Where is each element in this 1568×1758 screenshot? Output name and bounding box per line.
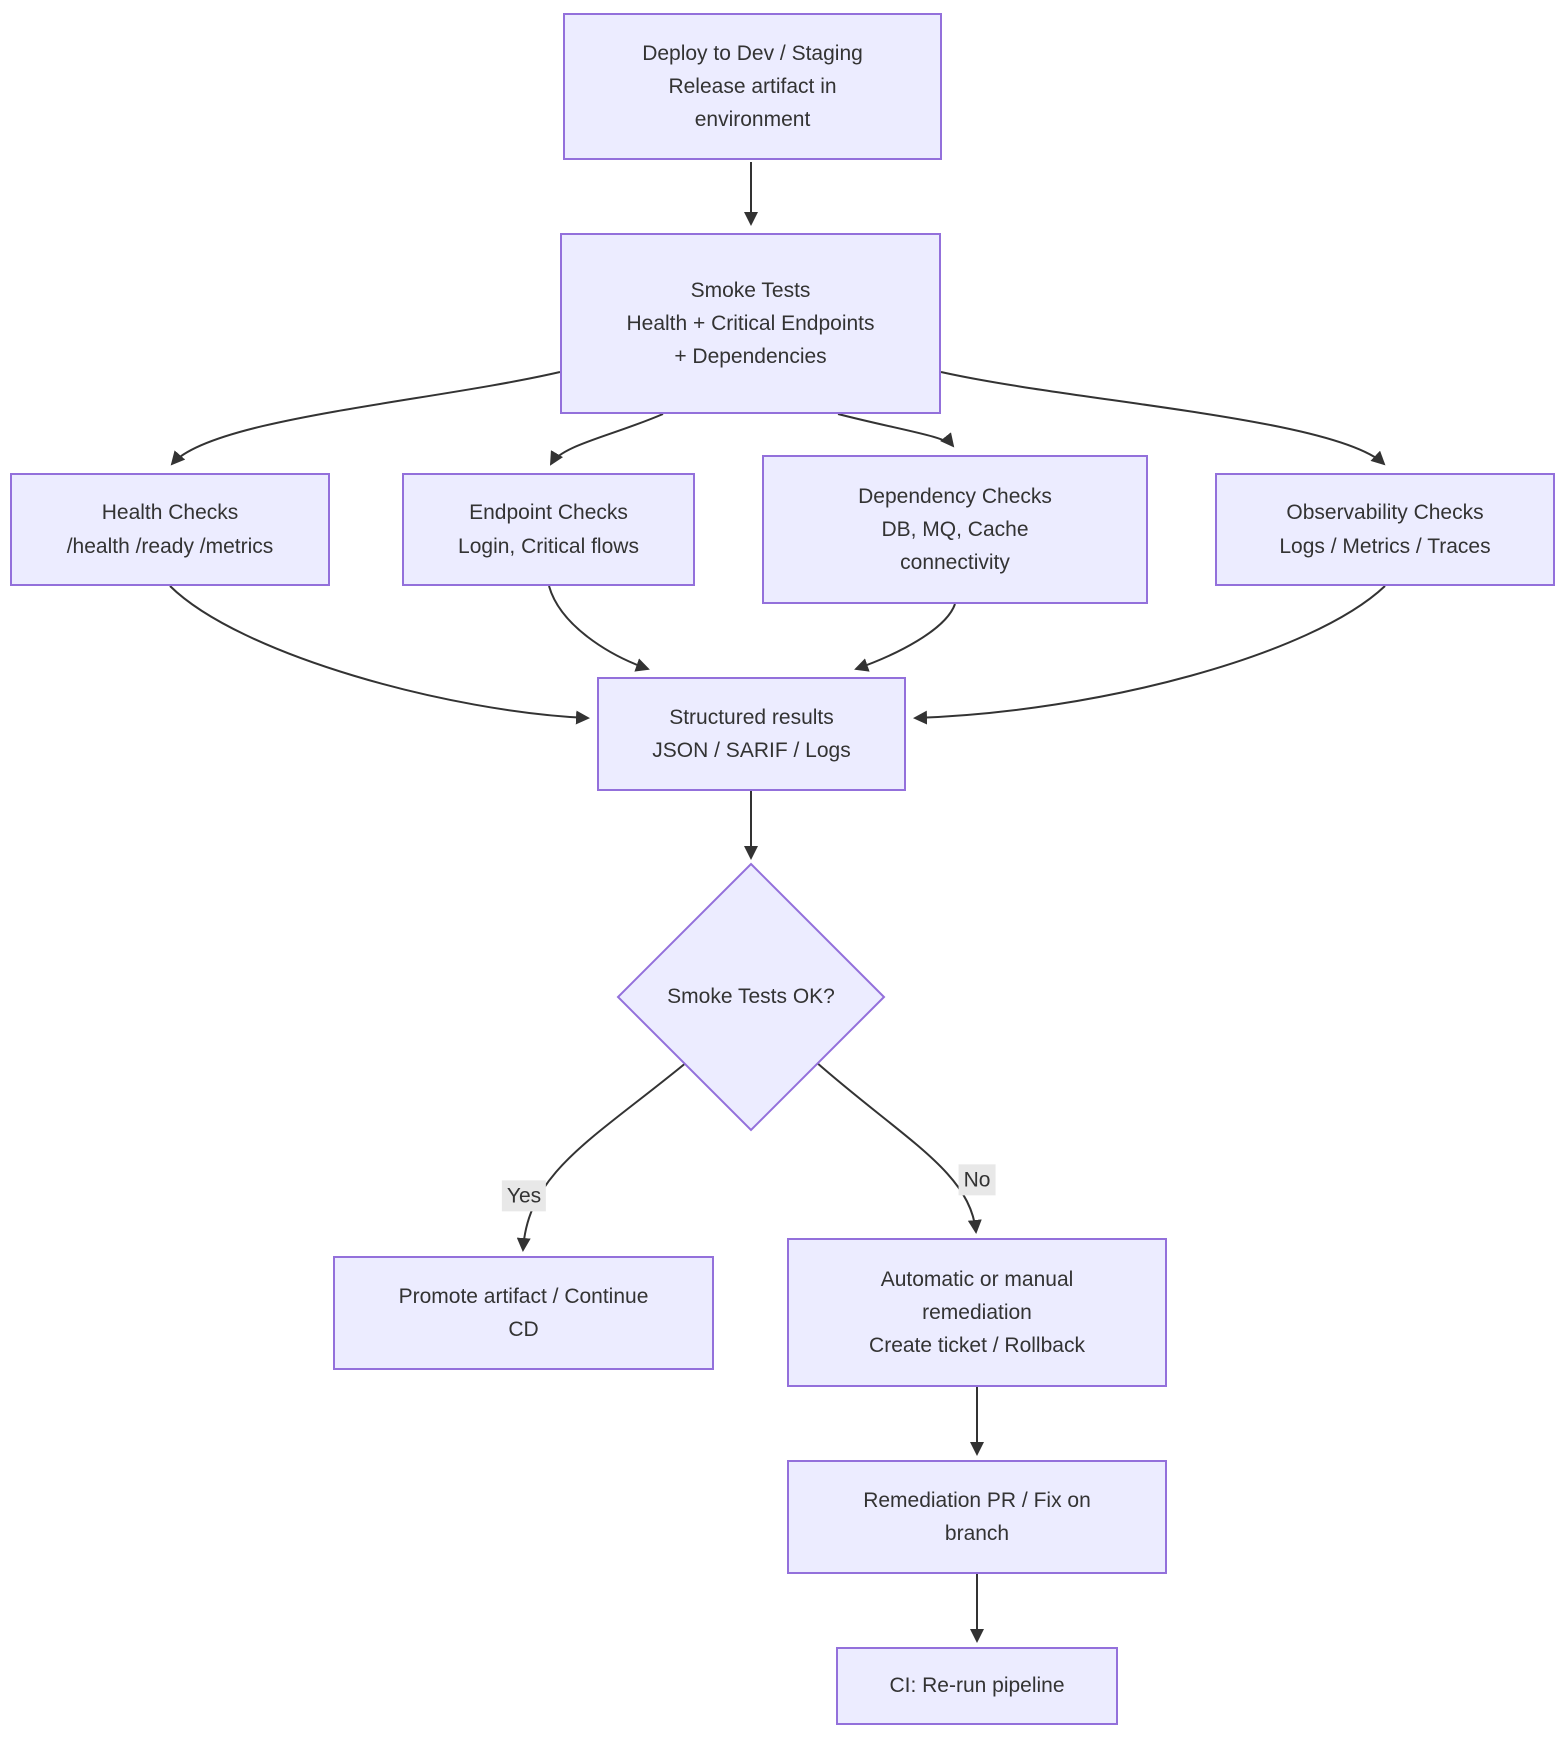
node-line: DB, MQ, Cache [881, 517, 1029, 541]
edge-smoke-to-health [170, 371, 561, 466]
edge-label-yes: Yes [501, 1180, 547, 1212]
node-line: Structured results [669, 705, 834, 729]
node-line: Login, Critical flows [458, 534, 639, 558]
node-line: Health Checks [101, 501, 239, 525]
node-remediation: Automatic or manual remediation Create t… [787, 1238, 1167, 1387]
node-line: Smoke Tests [690, 278, 811, 302]
node-line: Promote artifact / Continue [398, 1284, 649, 1308]
edge-observability-to-results [913, 585, 1386, 725]
edge-smoke-to-observability [940, 371, 1386, 466]
edge-decision-yes-to-promote [516, 1061, 688, 1252]
node-structured-results: Structured results JSON / SARIF / Logs [597, 677, 906, 791]
node-line: + Dependencies [674, 345, 827, 369]
edge-label-no: No [958, 1164, 996, 1196]
node-smoke-tests: Smoke Tests Health + Critical Endpoints … [560, 233, 941, 414]
node-line: Create ticket / Rollback [869, 1334, 1085, 1358]
edge-dependency-to-results [854, 603, 956, 672]
node-line: Health + Critical Endpoints [626, 311, 875, 335]
node-line: JSON / SARIF / Logs [652, 739, 851, 762]
node-ci-rerun-pipeline: CI: Re-run pipeline [836, 1647, 1118, 1725]
node-line: remediation [922, 1300, 1032, 1324]
decision-diamond-shape [616, 862, 886, 1132]
edge-endpoint-to-results [548, 585, 650, 672]
node-line: CI: Re-run pipeline [889, 1674, 1065, 1698]
node-line: CD [508, 1318, 539, 1341]
node-remediation-pr: Remediation PR / Fix on branch [787, 1460, 1167, 1574]
node-endpoint-checks: Endpoint Checks Login, Critical flows [402, 473, 695, 586]
node-line: branch [944, 1522, 1010, 1545]
node-line: Deploy to Dev / Staging [642, 41, 863, 65]
node-line: Release artifact in [668, 74, 837, 98]
node-observability-checks: Observability Checks Logs / Metrics / Tr… [1215, 473, 1555, 586]
node-line: Dependency Checks [858, 484, 1052, 508]
node-dependency-checks: Dependency Checks DB, MQ, Cache connecti… [762, 455, 1148, 604]
node-line: Remediation PR / Fix on [863, 1488, 1091, 1512]
edge-health-to-results [169, 585, 590, 725]
node-line: Observability Checks [1286, 501, 1484, 525]
node-promote-artifact: Promote artifact / Continue CD [333, 1256, 714, 1370]
edge-decision-no-to-remediation [815, 1061, 982, 1234]
node-health-checks: Health Checks /health /ready /metrics [10, 473, 330, 586]
node-line: Logs / Metrics / Traces [1279, 534, 1491, 558]
node-line: Endpoint Checks [469, 501, 628, 525]
node-deploy: Deploy to Dev / Staging Release artifact… [563, 13, 942, 160]
decision-smoke-tests-ok: Smoke Tests OK? [667, 985, 835, 1008]
node-line: environment [694, 108, 811, 132]
node-line: connectivity [900, 551, 1010, 575]
node-line: /health /ready /metrics [66, 534, 274, 558]
node-line: Automatic or manual [880, 1267, 1074, 1291]
edge-smoke-to-endpoint [549, 413, 664, 466]
edge-smoke-to-dependency [837, 413, 955, 448]
